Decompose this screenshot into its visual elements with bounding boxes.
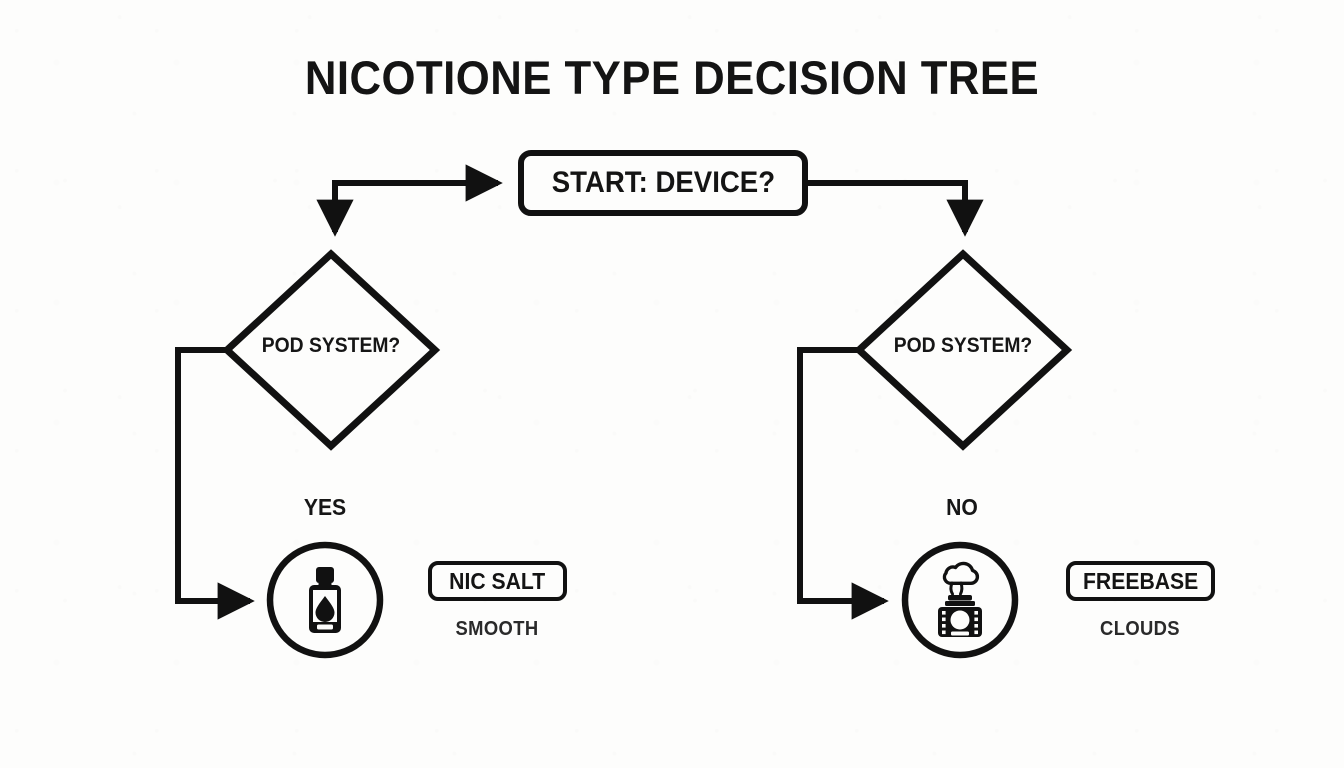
connector-start-to-right-diamond <box>808 180 984 237</box>
result-icon-circle-left[interactable] <box>265 540 385 660</box>
diamond-shape-right <box>853 249 1073 451</box>
decision-node-left[interactable]: POD SYSTEM? <box>221 249 441 451</box>
result-description-right: CLOUDS <box>1100 618 1180 640</box>
connector-elbow-to-start <box>332 164 503 215</box>
start-node-label: START: DEVICE? <box>551 166 775 199</box>
result-badge-freebase[interactable]: FREEBASE <box>1066 561 1215 601</box>
branch-answer-no: NO <box>946 494 978 520</box>
pod-bottle-droplet-icon <box>266 541 384 659</box>
page-title: NICOTIONE TYPE DECISION TREE <box>304 51 1040 104</box>
result-badge-nic-salt-label: NIC SALT <box>449 567 546 594</box>
diamond-shape-left <box>221 249 441 451</box>
result-icon-circle-right[interactable] <box>900 540 1020 660</box>
decision-node-left-label: POD SYSTEM? <box>261 334 401 357</box>
result-badge-nic-salt[interactable]: NIC SALT <box>428 561 567 601</box>
decision-node-right[interactable]: POD SYSTEM? <box>853 249 1073 451</box>
decision-node-right-label: POD SYSTEM? <box>893 334 1033 357</box>
start-node[interactable]: START: DEVICE? <box>518 150 808 216</box>
box-mod-vapor-cloud-icon <box>901 541 1019 659</box>
branch-answer-yes: YES <box>303 494 347 520</box>
result-badge-freebase-label: FREEBASE <box>1082 567 1199 594</box>
result-description-left: SMOOTH <box>455 618 539 640</box>
